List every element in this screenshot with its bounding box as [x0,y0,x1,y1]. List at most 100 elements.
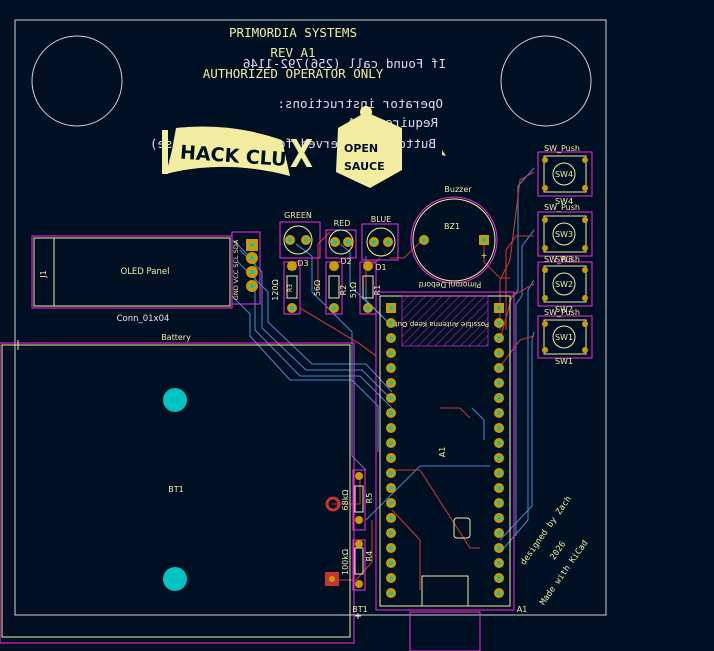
mcu-pin-hole [497,426,501,430]
hackclub-logo[interactable]: HACK CLUB [162,126,302,177]
resistor-r3-value: 120Ω [271,279,280,300]
mounting-hole-right[interactable] [500,35,592,127]
front-copper-traces [299,171,535,590]
switch-sw2-value: SW_Push [544,255,580,264]
switch-sw1[interactable]: SW_Push SW1 SW1 [537,308,593,366]
battery-ref-bottom: BT1 [352,605,367,614]
mcu-pin-hole [389,441,393,445]
resistor-r3-ref: R3 [287,284,294,292]
mcu-a1[interactable]: Pimoroni Debord Possible Antenna Keep Ou… [375,280,528,651]
mcu-pin-hole [389,366,393,370]
mcu-pin-hole [497,336,501,340]
led-d3-color: GREEN [284,211,312,220]
mcu-pin-hole [497,441,501,445]
resistor-r1[interactable]: 51Ω R1 [349,261,382,315]
mcu-pin-hole [389,321,393,325]
opensauce-logo-bottom: SAUCE [344,160,385,173]
resistor-r2-ref: R2 [339,285,348,296]
resistor-r2-value: 56Ω [313,280,322,296]
mcu-pin-hole [389,381,393,385]
mcu-pin-hole [389,486,393,490]
mcu-pin-hole [497,531,501,535]
switch-sw2[interactable]: SW_Push SW2 SW2 [537,255,593,314]
switch-sw4-ref: SW4 [555,170,573,179]
battery-bt1[interactable]: Battery BT1 BT1 [0,333,368,644]
led-d2[interactable]: RED D2 [325,219,357,266]
origin-marker [442,150,446,156]
switch-sw3-value: SW_Push [544,203,580,212]
battery-value: Battery [161,333,191,342]
credits-year: 2026 [548,540,568,563]
front-silkscreen-header: PRIMORDIA SYSTEMS REV A1 AUTHORIZED OPER… [203,25,384,81]
credits: designed by Zach 2026 Made with KiCad [519,494,591,607]
oled-footprint: Conn_01x04 [117,314,170,324]
back-copper-traces [231,167,535,549]
oled-value: OLED Panel [121,267,170,277]
mcu-fab-ref: A1 [517,605,528,614]
mcu-pin-hole [497,306,501,310]
mcu-pin-hole [389,546,393,550]
resistor-r1-ref: R1 [373,285,382,296]
mcu-pin-hole [389,576,393,580]
mcu-pin-hole [497,486,501,490]
switch-sw1-value: SW_Push [544,308,580,317]
buzzer-ref: BZ1 [444,222,460,231]
switch-sw3-ref: SW3 [555,230,573,239]
mcu-name: Pimoroni Debord [419,280,482,289]
mcu-pin-hole [497,456,501,460]
led-d3-ref: D3 [297,259,308,268]
switch-sw3[interactable]: SW_Push SW3 SW3 [537,203,593,264]
resistor-r3[interactable]: 120Ω R3 [271,261,301,315]
resistor-r4[interactable]: 100kΩ R4 [341,539,374,591]
silk-company: PRIMORDIA SYSTEMS [229,25,357,40]
mcu-pin-hole [389,396,393,400]
silk-authorized: AUTHORIZED OPERATOR ONLY [203,66,384,81]
led-d3[interactable]: GREEN D3 [279,211,321,268]
board-edge-cuts [14,19,607,616]
switch-sw1-ref-below: SW1 [555,357,573,366]
mcu-pin-hole [389,351,393,355]
mcu-pin-hole [389,306,393,310]
led-d2-color: RED [334,219,351,228]
switch-sw2-ref: SW2 [555,280,573,289]
mcu-pin-hole [497,321,501,325]
resistor-r5[interactable]: 68kΩ R5 [341,469,374,531]
resistor-r5-value: 68kΩ [341,490,350,511]
resistor-r2[interactable]: 56Ω R2 [313,261,348,315]
opensauce-logo[interactable]: OPEN SAUCE [336,106,402,188]
resistor-r4-ref: R4 [365,551,374,562]
mcu-pin-hole [389,336,393,340]
mcu-pin-hole [389,591,393,595]
mounting-hole-left[interactable] [31,35,123,127]
mcu-pin-hole [497,576,501,580]
mcu-pin-hole [497,351,501,355]
mcu-pin-hole [389,411,393,415]
switch-sw4-value: SW_Push [544,144,580,153]
battery-pad-positive[interactable] [325,496,341,512]
battery-ref: BT1 [168,485,183,494]
led-d1[interactable]: BLUE D1 [361,215,399,272]
buzzer-label: Buzzer [444,185,472,194]
switch-sw1-ref: SW1 [555,333,573,342]
switch-sw4-ref-below: SW4 [555,197,573,206]
oled-connector-j1[interactable]: J1 OLED Panel Conn_01x04 GND VCC SCL SDA [31,231,261,324]
mcu-pin-hole [497,516,501,520]
mcu-antenna-note: Possible Antenna Keep Out [395,320,490,328]
mcu-pin-hole [497,501,501,505]
oled-pin-labels: GND VCC SCL SDA [232,239,240,300]
led-d1-ref: D1 [375,263,386,272]
mcu-pin-hole [389,501,393,505]
mcu-pin-hole [497,561,501,565]
mcu-pin-hole [389,531,393,535]
switch-sw3-ref-below: SW3 [555,255,573,264]
back-silk-found: If Found call (256)792-1146 [243,56,446,71]
mcu-pin-hole [389,516,393,520]
switch-sw4[interactable]: SW_Push SW4 SW4 [537,144,593,206]
oled-ref: J1 [39,270,48,278]
battery-pad-negative-hole [329,576,335,582]
switch-sw2-ref-below: SW2 [555,305,573,314]
mcu-pin-hole [497,396,501,400]
led-d1-color: BLUE [371,215,391,224]
buzzer-bz1[interactable]: Buzzer BZ1 + [410,185,498,284]
